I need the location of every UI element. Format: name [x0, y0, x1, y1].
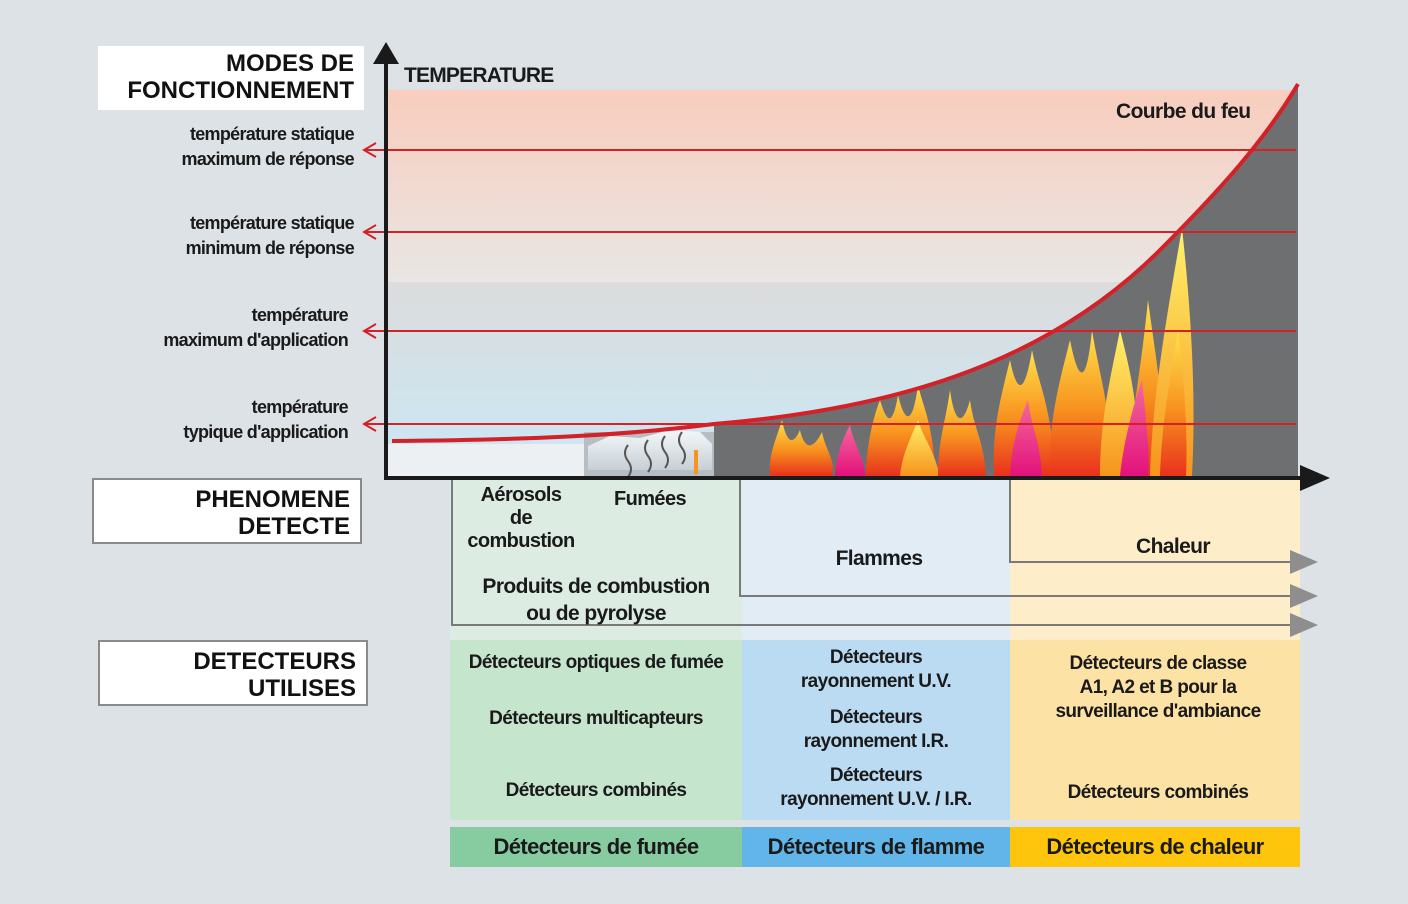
smoke-wisps: [624, 431, 686, 478]
heat-phenomenon-panel: [1010, 478, 1300, 640]
smoke-plume: [588, 430, 712, 470]
level-line: maximum de réponse: [181, 149, 355, 169]
aerosols-label: Aérosols de combustion: [456, 484, 586, 553]
flames: [769, 228, 1194, 476]
phenomene-title-line1: PHENOMENE: [195, 486, 350, 513]
modes-title-line1: MODES DE: [225, 50, 354, 77]
heat-arrow: [1290, 550, 1318, 574]
y-axis-arrow: [373, 42, 399, 64]
level-static-max: température statique maximum de réponse: [114, 122, 355, 172]
heat-footer-bar: [1010, 827, 1300, 867]
flame-detector-line: Détecteurs: [829, 707, 923, 728]
flame-arrow: [1290, 584, 1318, 608]
smoke-footer-bar: [450, 827, 742, 867]
flame-phenomenon-panel: [742, 478, 1010, 640]
flame-footer: Détecteurs de flamme: [767, 834, 985, 859]
flame-detector-item: Détecteurs rayonnement U.V. / I.R.: [742, 764, 1010, 812]
flame-detectors-panel: [742, 640, 1010, 820]
modes-title-line2: FONCTIONNEMENT: [127, 77, 354, 104]
level-line: typique d'application: [183, 422, 348, 442]
flame-detector-line: rayonnement U.V. / I.R.: [780, 789, 972, 810]
flame-footer-bar: [742, 827, 1010, 867]
heat-detector-item: Détecteurs de classe A1, A2 et B pour la…: [1010, 652, 1306, 724]
glowing-ember: [694, 450, 698, 474]
flame-detector-item: Détecteurs rayonnement U.V.: [742, 646, 1010, 694]
curve-label: Courbe du feu: [1116, 100, 1251, 123]
flame-detector-line: Détecteurs: [829, 765, 923, 786]
flame-detector-line: rayonnement I.R.: [803, 731, 949, 752]
heat-detectors-panel: [1010, 640, 1300, 820]
level-line: température: [251, 397, 349, 417]
flammes-label: Flammes: [835, 547, 923, 570]
flame-detector-line: rayonnement U.V.: [800, 671, 952, 692]
phenomene-title-box: PHENOMENE DETECTE: [92, 478, 362, 544]
fumees-label: Fumées: [614, 488, 687, 510]
level-line: température: [251, 305, 349, 325]
fire-curve: [391, 82, 1300, 443]
flame-detector-item: Détecteurs rayonnement I.R.: [742, 706, 1010, 754]
produits-line: Produits de combustion: [482, 575, 710, 598]
produits-line: ou de pyrolyse: [526, 602, 666, 625]
smoke-detector-item: Détecteurs optiques de fumée: [468, 652, 724, 673]
temperature-axis-label: TEMPERATURE: [404, 64, 554, 87]
aerosols-line: Aérosols: [480, 484, 562, 506]
smoke-detector-item: Détecteurs multicapteurs: [489, 708, 703, 729]
detecteurs-title-box: DETECTEURS UTILISES: [98, 640, 368, 706]
chaleur-label: Chaleur: [1136, 535, 1211, 558]
level-static-min: température statique minimum de réponse: [114, 211, 355, 261]
detecteurs-title-line2: UTILISES: [247, 675, 356, 702]
smoke-detector-item: Détecteurs combinés: [505, 780, 687, 801]
smoke-detectors-panel: [450, 640, 742, 820]
products-arrow: [1290, 613, 1318, 637]
phenomenon-brackets: [451, 478, 1292, 626]
level-line: maximum d'application: [163, 330, 348, 350]
flame-detector-line: Détecteurs: [829, 647, 923, 668]
produits-label: Produits de combustion ou de pyrolyse: [450, 573, 742, 627]
smoke-footer: Détecteurs de fumée: [493, 834, 699, 859]
threshold-lines: [362, 142, 1296, 432]
heat-detector-line: A1, A2 et B pour la: [1079, 677, 1237, 698]
level-line: température statique: [189, 213, 355, 233]
heat-detector-line: Détecteurs de classe: [1069, 653, 1247, 674]
heat-detector-item: Détecteurs combinés: [1067, 782, 1249, 803]
heat-footer: Détecteurs de chaleur: [1046, 834, 1264, 859]
level-application-max: température maximum d'application: [88, 303, 348, 353]
level-application-typical: température typique d'application: [88, 395, 348, 445]
level-line: température statique: [189, 124, 355, 144]
temperature-band-upper: [388, 90, 1298, 282]
aerosols-line: combustion: [467, 530, 575, 552]
ground-band: [388, 444, 584, 478]
detecteurs-title-line1: DETECTEURS: [193, 648, 356, 675]
smoke-phenomenon-panel: [450, 478, 742, 640]
x-axis-arrow: [1300, 465, 1330, 491]
aerosols-line: de: [509, 507, 533, 529]
modes-title-box: MODES DE FONCTIONNEMENT: [98, 46, 364, 110]
level-line: minimum de réponse: [185, 238, 355, 258]
phenomene-title-line2: DETECTE: [237, 513, 350, 540]
heat-detector-line: surveillance d'ambiance: [1055, 701, 1261, 722]
